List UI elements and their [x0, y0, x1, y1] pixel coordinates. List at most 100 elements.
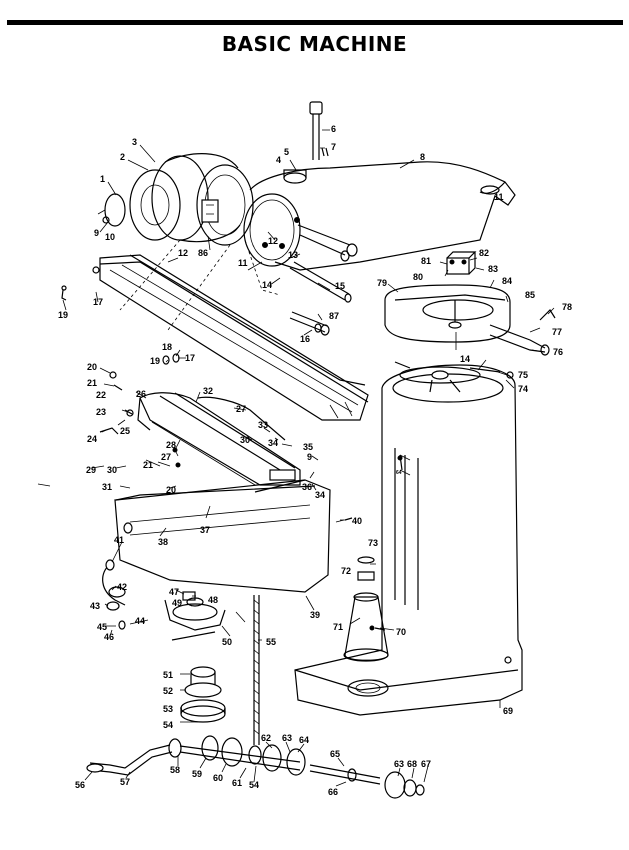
- label-29: 29: [86, 465, 96, 475]
- label-36: 36: [302, 482, 312, 492]
- elevating-screw-housing: [343, 556, 389, 662]
- head-rings: [97, 153, 254, 246]
- label-13: 13: [288, 250, 298, 260]
- label-56: 56: [75, 780, 85, 790]
- label-51: 51: [163, 670, 173, 680]
- label-9: 9: [94, 228, 99, 238]
- label-38: 38: [158, 537, 168, 547]
- label-52: 52: [163, 686, 173, 696]
- label-27: 27: [236, 404, 246, 414]
- label-57: 57: [120, 777, 130, 787]
- label-71: 71: [333, 622, 343, 632]
- top-rule: [7, 20, 623, 25]
- label-17: 17: [93, 297, 103, 307]
- bolt-6: [309, 101, 329, 160]
- label-46: 46: [104, 632, 114, 642]
- label-25: 25: [120, 426, 130, 436]
- label-72: 72: [341, 566, 351, 576]
- label-12b: 12: [268, 236, 278, 246]
- label-50: 50: [222, 637, 232, 647]
- label-1: 1: [100, 174, 105, 184]
- label-75: 75: [518, 370, 528, 380]
- label-18: 18: [162, 342, 172, 352]
- label-62: 62: [261, 733, 271, 743]
- label-68: 68: [407, 759, 417, 769]
- label-37: 37: [200, 525, 210, 535]
- label-67: 67: [421, 759, 431, 769]
- label-3: 3: [132, 137, 137, 147]
- label-26: 26: [136, 389, 146, 399]
- label-81: 81: [421, 256, 431, 266]
- label-23: 23: [96, 407, 106, 417]
- bevel-gear-bracket: [164, 591, 226, 641]
- saddle: [137, 392, 301, 486]
- leader-lines: [37, 129, 555, 787]
- page-title: BASIC MACHINE: [221, 32, 408, 56]
- label-17b: 17: [185, 353, 195, 363]
- label-4: 4: [276, 155, 281, 165]
- label-7: 7: [331, 142, 336, 152]
- turret: [384, 284, 556, 356]
- label-77: 77: [552, 327, 562, 337]
- label-64: 64: [299, 735, 309, 745]
- label-11: 11: [238, 258, 248, 268]
- label-87: 87: [329, 311, 339, 321]
- label-73: 73: [368, 538, 378, 548]
- label-80: 80: [413, 272, 423, 282]
- label-5: 5: [284, 147, 289, 157]
- label-83: 83: [488, 264, 498, 274]
- label-24: 24: [87, 434, 97, 444]
- label-63: 63: [282, 733, 292, 743]
- table: [92, 254, 369, 421]
- label-30: 30: [107, 465, 117, 475]
- label-74: 74: [518, 384, 528, 394]
- label-78: 78: [562, 302, 572, 312]
- gear-stack: [180, 666, 226, 723]
- label-84: 84: [502, 276, 512, 286]
- label-28: 28: [166, 440, 176, 450]
- label-42: 42: [117, 582, 127, 592]
- label-64-small: 64: [396, 470, 402, 476]
- label-69: 69: [503, 706, 513, 716]
- clamp-block: [446, 251, 477, 275]
- label-85: 85: [525, 290, 535, 300]
- label-19: 19: [58, 310, 68, 320]
- label-21b: 21: [143, 460, 153, 470]
- label-86: 86: [198, 248, 208, 258]
- label-48: 48: [208, 595, 218, 605]
- label-43: 43: [90, 601, 100, 611]
- label-27b: 27: [161, 452, 171, 462]
- crank-shaft: [86, 735, 425, 799]
- label-16: 16: [300, 334, 310, 344]
- label-8: 8: [420, 152, 425, 162]
- label-47: 47: [169, 587, 179, 597]
- label-54: 54: [163, 720, 173, 730]
- label-61: 61: [232, 778, 242, 788]
- label-65: 65: [330, 749, 340, 759]
- label-15: 15: [335, 281, 345, 291]
- elevating-screw: [253, 595, 260, 745]
- label-6: 6: [331, 124, 336, 134]
- label-32: 32: [203, 386, 213, 396]
- label-53: 53: [163, 704, 173, 714]
- label-34b: 34: [315, 490, 325, 500]
- label-66: 66: [328, 787, 338, 797]
- label-20: 20: [87, 362, 97, 372]
- label-60: 60: [213, 773, 223, 783]
- label-39: 39: [310, 610, 320, 620]
- knee: [114, 469, 331, 593]
- label-82: 82: [479, 248, 489, 258]
- label-40: 40: [352, 516, 362, 526]
- label-76: 76: [553, 347, 563, 357]
- label-11b: 11: [494, 192, 504, 202]
- label-79: 79: [377, 278, 387, 288]
- label-44: 44: [135, 616, 145, 626]
- label-49: 49: [172, 598, 182, 608]
- label-34: 34: [268, 438, 278, 448]
- label-41: 41: [114, 535, 124, 545]
- label-14: 14: [262, 280, 272, 290]
- label-9b: 9: [307, 452, 312, 462]
- label-45: 45: [97, 622, 107, 632]
- label-19b: 19: [150, 356, 160, 366]
